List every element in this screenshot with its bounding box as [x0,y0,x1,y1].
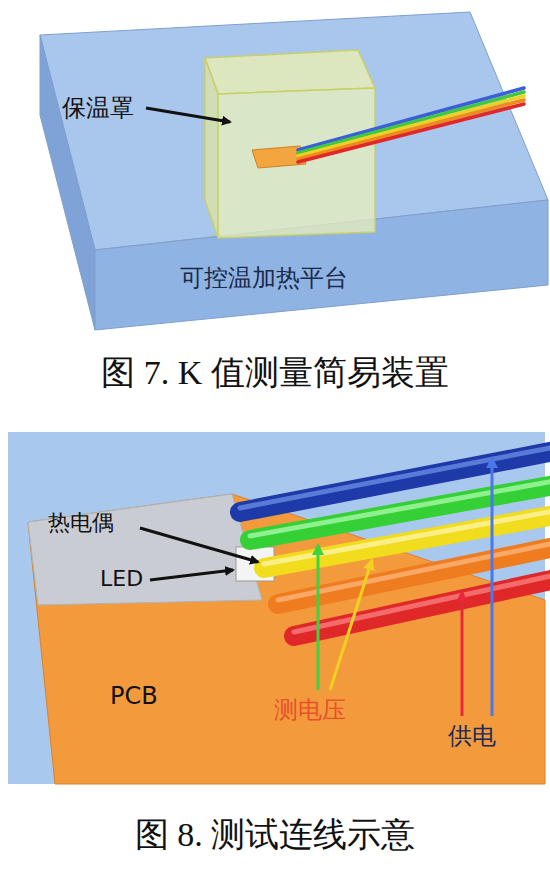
signal-label: 测电压 [274,694,346,726]
part-label: 热电偶 [48,508,114,538]
led-chip [236,547,274,581]
leader-line [146,108,230,122]
leader-line [140,528,258,562]
test-leads [240,446,550,636]
supply-arrow [491,458,494,716]
node-label: PCB [110,682,158,710]
heating-platform: 可控温加热平台 [0,0,550,340]
figure-caption: 图 7. K 值测量简易装置 [0,350,550,396]
figure-caption: 图 8. 测试连线示意 [0,812,550,858]
measure-arrow [330,560,372,690]
part-label: LED [100,566,143,591]
part-label: 保温罩 [62,92,134,124]
sensor-wires [298,88,524,162]
supply-arrow [461,592,464,716]
node-label: 可控温加热平台 [180,262,348,294]
measure-arrow [317,545,320,690]
leader-line [150,570,233,580]
signal-label: 供电 [448,720,496,752]
insulation-cover [205,50,375,238]
